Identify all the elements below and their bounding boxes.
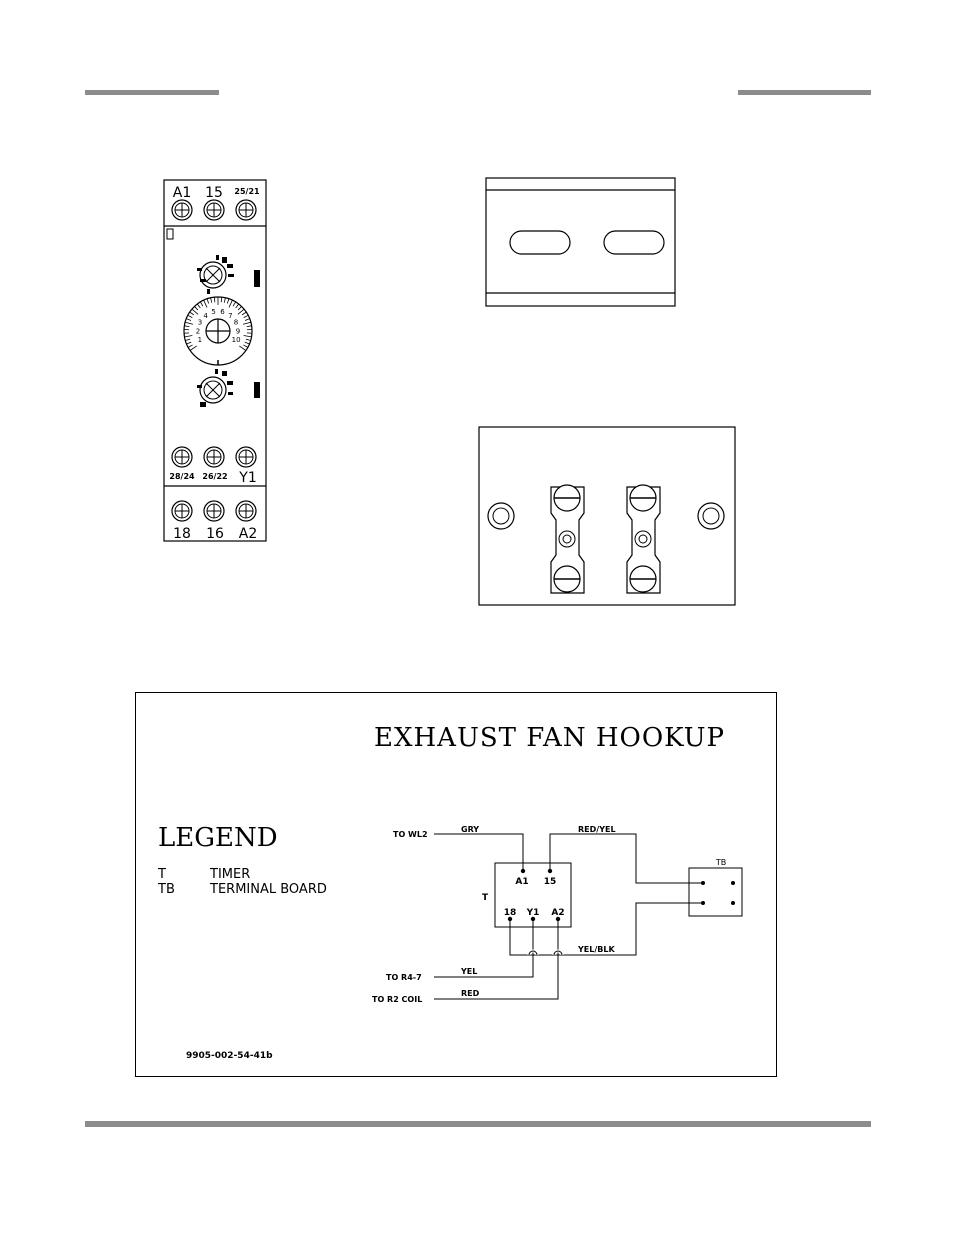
terminal-strip-right <box>627 485 660 593</box>
timer-pin-15: 15 <box>544 877 557 887</box>
terminal-label-a2: A2 <box>239 526 257 542</box>
terminal-label-25-21: 25/21 <box>234 187 260 196</box>
terminal-label-28-24: 28/24 <box>169 472 195 481</box>
footer-rule <box>85 1121 871 1127</box>
dial-number: 1 <box>198 336 202 344</box>
dial-number: 5 <box>211 308 215 316</box>
label-red-yel: RED/YEL <box>578 825 616 834</box>
terminal-label-16: 16 <box>206 526 224 542</box>
screw-terminal-25-21 <box>236 200 256 220</box>
terminal-board-illustration <box>477 425 737 607</box>
terminal-label-15: 15 <box>205 185 223 201</box>
screw-terminal-15 <box>204 200 224 220</box>
status-led <box>167 229 173 239</box>
timer-pin-a1: A1 <box>515 877 528 887</box>
wiring-schematic: T A1 15 18 Y1 A2 TB <box>136 693 776 1076</box>
header-rule-left <box>85 90 219 95</box>
rail-slot-left <box>510 231 570 254</box>
screw-terminal-a1 <box>172 200 192 220</box>
dial-number: 6 <box>220 308 225 316</box>
timer-pin-a2: A2 <box>551 908 564 918</box>
dial-number: 8 <box>234 319 238 327</box>
timer-pin-y1: Y1 <box>526 908 540 918</box>
dial-number: 2 <box>196 327 200 335</box>
terminal-label-18: 18 <box>173 526 191 542</box>
screw-terminal-y1 <box>236 447 256 467</box>
wire-gry <box>434 834 523 871</box>
dial-number: 10 <box>232 336 241 344</box>
label-to-r4-7: TO R4-7 <box>386 973 422 982</box>
mounting-hole-left <box>488 503 514 529</box>
mounting-hole-right <box>698 503 724 529</box>
timer-label: T <box>482 893 489 903</box>
label-to-r2-coil: TO R2 COIL <box>372 995 422 1004</box>
screw-terminal-a2 <box>236 501 256 521</box>
screw-terminal-28-24 <box>172 447 192 467</box>
wire-red <box>434 919 558 999</box>
din-rail-illustration <box>484 176 678 308</box>
terminal-label-26-22: 26/22 <box>202 472 227 481</box>
terminal-label-y1: Y1 <box>238 470 256 486</box>
dial-number: 7 <box>228 312 232 320</box>
label-to-wl2: TO WL2 <box>393 830 428 839</box>
screw-terminal-26-22 <box>204 447 224 467</box>
header-rule-right <box>738 90 871 95</box>
wire-yel <box>434 919 533 977</box>
range-indicator-lower <box>254 382 260 398</box>
dial-number: 3 <box>198 319 202 327</box>
terminal-board-box <box>689 868 742 916</box>
label-gry: GRY <box>461 825 479 834</box>
wire-red-yel <box>550 834 703 883</box>
label-red: RED <box>461 989 480 998</box>
range-indicator-upper <box>254 270 260 287</box>
terminal-label-a1: A1 <box>173 185 191 201</box>
terminal-board-label: TB <box>715 858 726 867</box>
dial-tick <box>221 297 222 302</box>
rail-slot-right <box>604 231 664 254</box>
screw-terminal-16 <box>204 501 224 521</box>
label-yel-blk: YEL/BLK <box>577 945 615 954</box>
dial-tick <box>214 297 215 302</box>
timer-pin-18: 18 <box>504 908 517 918</box>
terminal-strip-left <box>551 485 584 593</box>
screw-terminal-18 <box>172 501 192 521</box>
label-yel: YEL <box>460 967 477 976</box>
dial-number: 9 <box>236 327 240 335</box>
dial-number: 4 <box>203 312 208 320</box>
